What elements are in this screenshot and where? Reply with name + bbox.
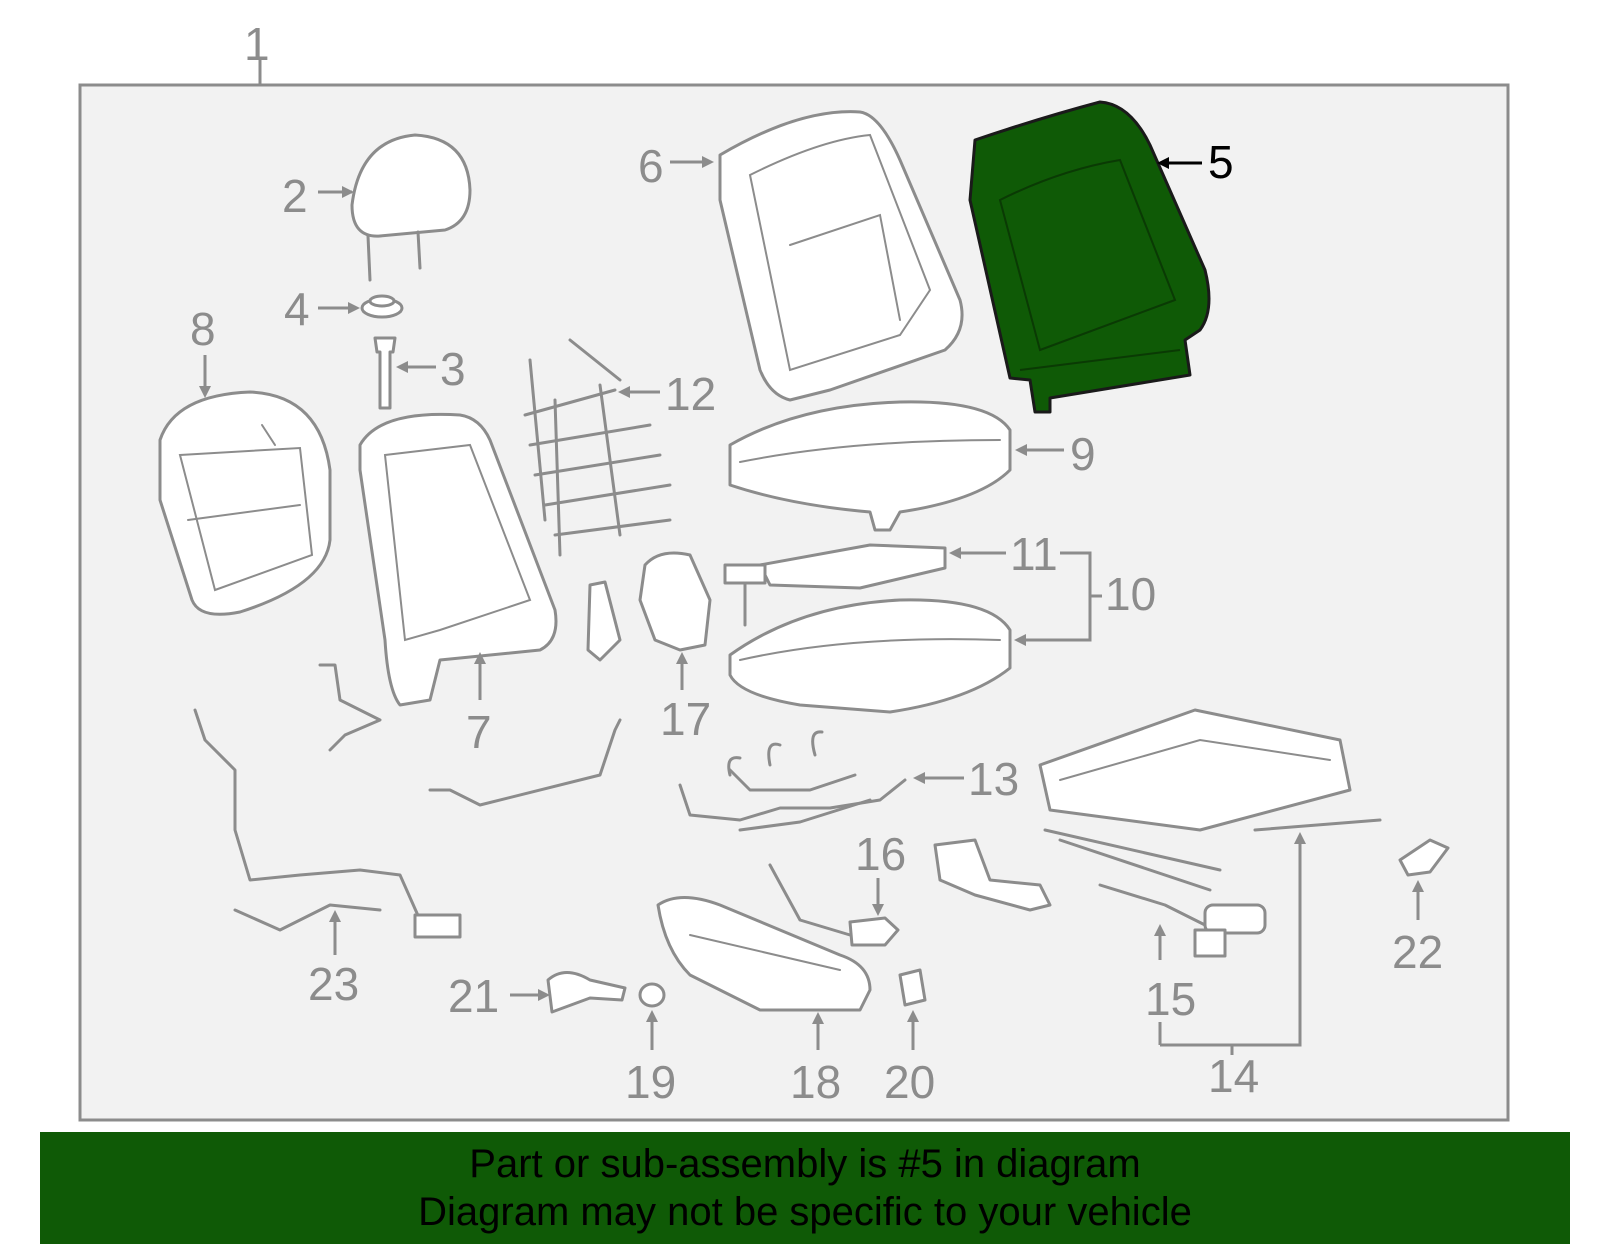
part-adjuster-bracket (933, 838, 1052, 912)
callout-3: 3 (440, 343, 466, 395)
part-13-cushion-springs[interactable] (678, 730, 907, 832)
banner-disclaimer: Diagram may not be specific to your vehi… (418, 1190, 1192, 1234)
part-2-headrest[interactable] (350, 133, 472, 282)
part-23-wire-harness[interactable] (193, 708, 462, 939)
callout-1: 1 (244, 18, 270, 70)
part-4-guide-cap[interactable] (360, 294, 404, 319)
part-cross-rod (428, 718, 622, 807)
callout-10: 10 (1105, 568, 1156, 620)
callout-19: 19 (625, 1056, 676, 1108)
callout-17: 17 (660, 693, 711, 745)
callout-9: 9 (1070, 428, 1096, 480)
callout-16: 16 (855, 828, 906, 880)
callout-12: 12 (665, 368, 716, 420)
callout-8: 8 (190, 303, 216, 355)
callout-11: 11 (1010, 528, 1058, 580)
part-side-bracket-small (318, 663, 382, 752)
part-15-motor[interactable] (1098, 883, 1267, 958)
callout-20: 20 (884, 1056, 935, 1108)
part-18-side-shield[interactable] (656, 896, 872, 1012)
part-16-recliner-handle[interactable] (768, 863, 900, 947)
part-5-back-cover-highlighted[interactable] (968, 100, 1211, 414)
part-22-knob[interactable] (1398, 838, 1450, 877)
part-3-headrest-guide[interactable] (373, 336, 397, 410)
part-14-seat-adjuster[interactable] (1038, 708, 1382, 892)
callout-6: 6 (638, 140, 664, 192)
callout-22: 22 (1392, 926, 1443, 978)
callout-4: 4 (284, 283, 310, 335)
callout-5: 5 (1208, 136, 1234, 188)
callout-13: 13 (968, 753, 1019, 805)
part-20-clip[interactable] (898, 968, 927, 1007)
banner-part-message: Part or sub-assembly is #5 in diagram (469, 1142, 1141, 1186)
callout-18: 18 (790, 1056, 841, 1108)
callout-23: 23 (308, 958, 359, 1010)
info-banner: Part or sub-assembly is #5 in diagram Di… (40, 1132, 1570, 1244)
callout-14: 14 (1208, 1050, 1259, 1102)
part-11-sensor-mat[interactable] (723, 543, 947, 627)
part-8-back-panel[interactable] (158, 390, 332, 616)
part-7-back-frame[interactable] (358, 412, 558, 707)
callout-2: 2 (282, 170, 308, 222)
part-21-lever[interactable] (546, 971, 627, 1014)
part-17-side-bracket[interactable] (586, 551, 712, 662)
part-9-cushion-pad[interactable] (728, 400, 1012, 532)
info-banner-bg (40, 1132, 1570, 1244)
part-10-cushion[interactable] (728, 598, 1012, 714)
part-6-back-pad[interactable] (718, 110, 964, 402)
callout-15: 15 (1145, 973, 1196, 1025)
callout-21: 21 (448, 970, 499, 1022)
part-19-button[interactable] (638, 982, 666, 1008)
callout-7: 7 (466, 706, 492, 758)
part-12-suspension-mat[interactable] (523, 338, 672, 557)
